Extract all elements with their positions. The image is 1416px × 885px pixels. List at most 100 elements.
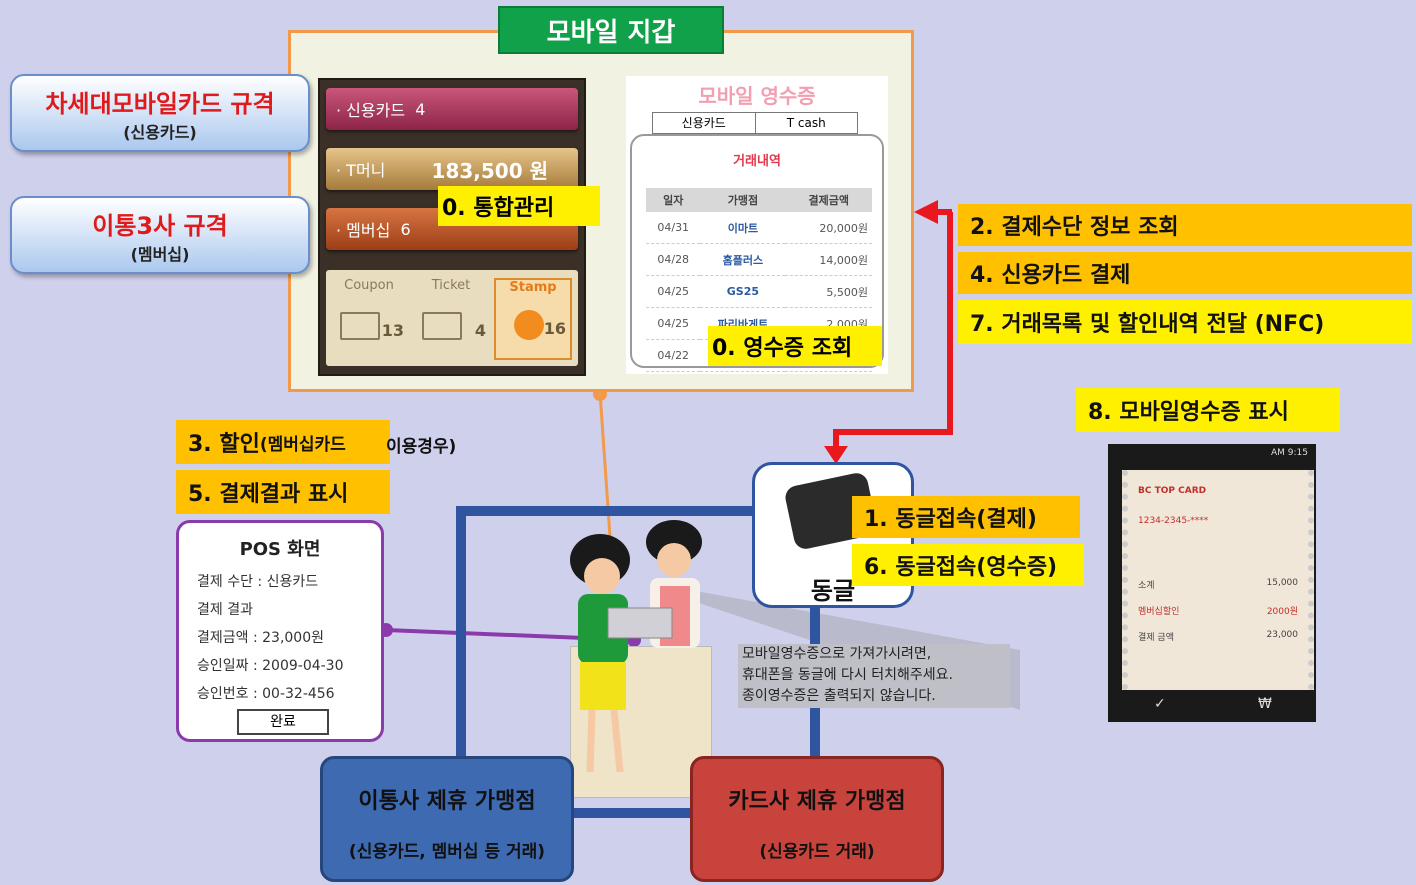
store-subtitle: (신용카드 거래) — [759, 842, 875, 862]
card-count: 6 — [400, 219, 411, 239]
row-store: 홈플러스 — [700, 243, 786, 276]
mobile-receipt-paper: BC TOP CARD 1234-2345-**** 소계 15,000 멤버십… — [1122, 470, 1314, 690]
table-row[interactable]: 04/25 GS25 5,500원 — [646, 275, 872, 308]
tab-t-cash[interactable]: T cash — [786, 116, 826, 130]
wallet-phone-screen: · 신용카드 4 · T머니 183,500 원 · 멤버십 6 Coupon … — [318, 78, 586, 376]
mobile-row-label: 소계 — [1138, 581, 1155, 591]
mobile-row-label: 멤버십할인 — [1138, 607, 1180, 617]
pos-payment-method: 결제 수단 : 신용카드 — [197, 574, 319, 590]
card-label: · T머니 — [336, 161, 386, 180]
tmoney-card-item[interactable]: · T머니 183,500 원 — [326, 148, 578, 190]
red-arrowhead-down — [824, 446, 848, 464]
wallet-title: 모바일 지갑 — [498, 6, 724, 54]
step-3-small: (멤버십카드 — [259, 434, 346, 455]
step-6-label: 6. 동글접속(영수증) — [852, 544, 1084, 586]
telco-partner-store: 이통사 제휴 가맹점 (신용카드, 멤버십 등 거래) — [320, 756, 574, 882]
step-3-text: 3. 할인 — [188, 432, 260, 457]
status-time: AM 9:15 — [1271, 448, 1308, 458]
slot-label: Stamp — [509, 280, 557, 295]
mobile-row-value: 2000원 — [1266, 607, 1298, 617]
callout-subtitle: (멤버십) — [130, 245, 190, 264]
pos-title: POS 화면 — [239, 539, 321, 560]
check-icon[interactable]: ✓ — [1154, 696, 1166, 712]
mobile-row-label: 결제 금액 — [1138, 633, 1174, 643]
row-date: 04/22 — [646, 339, 701, 372]
store-subtitle: (신용카드, 멤버십 등 거래) — [348, 842, 546, 862]
nfc-note: 모바일영수증으로 가져가시려면, 휴대폰을 동글에 다시 터치해주세요. 종이영… — [738, 644, 1010, 708]
table-header-row: 일자 가맹점 결제금액 — [646, 188, 872, 212]
mobile-row-value: 15,000 — [1266, 578, 1299, 588]
note-line: 종이영수증은 출력되지 않습니다. — [742, 688, 936, 704]
column-amount: 결제금액 — [785, 188, 872, 212]
mobile-row-value: 23,000 — [1266, 630, 1299, 640]
table-row[interactable]: 04/31 이마트 20,000원 — [646, 212, 872, 244]
card-label: · 멤버십 — [336, 221, 391, 240]
coupon-slot[interactable]: Coupon 13 — [330, 278, 408, 360]
stamp-slot[interactable]: Stamp 16 — [494, 278, 572, 360]
card-label: · 신용카드 — [336, 101, 406, 120]
step-3-label: 3. 할인(멤버십카드 — [176, 420, 390, 464]
slot-count: 13 — [381, 321, 404, 340]
row-date: 04/25 — [646, 275, 701, 308]
pos-payment-result: 결제 결과 — [197, 602, 253, 618]
step-2-label: 2. 결제수단 정보 조회 — [958, 204, 1412, 246]
tab-credit-card[interactable]: 신용카드 — [653, 113, 756, 133]
slot-count: 16 — [543, 319, 566, 338]
slot-label: Coupon — [344, 278, 394, 293]
row-amount: 14,000원 — [785, 243, 872, 276]
note-line: 모바일영수증으로 가져가시려면, — [742, 646, 932, 662]
card-partner-store: 카드사 제휴 가맹점 (신용카드 거래) — [690, 756, 944, 882]
store-title: 이통사 제휴 가맹점 — [358, 789, 536, 814]
red-arrowhead-left — [914, 200, 938, 224]
row-date: 04/25 — [646, 307, 701, 340]
pos-approval-date: 승인일짜 : 2009-04-30 — [197, 658, 344, 674]
receipt-subtitle: 거래내역 — [733, 154, 781, 169]
callout-title: 차세대모바일카드 규격 — [45, 90, 275, 118]
callout-subtitle: (신용카드) — [123, 123, 197, 142]
slot-label: Ticket — [431, 278, 471, 293]
receipt-lookup-label: 0. 영수증 조회 — [708, 326, 882, 366]
row-date: 04/31 — [646, 212, 701, 244]
pos-approval-number: 승인번호 : 00-32-456 — [197, 686, 335, 702]
table-row[interactable]: 04/28 홈플러스 14,000원 — [646, 243, 872, 276]
row-store: GS25 — [700, 275, 786, 308]
receipt-title: 모바일 영수증 — [698, 84, 816, 108]
row-amount: 5,500원 — [785, 275, 872, 308]
card-count: 4 — [415, 99, 426, 119]
coupon-tray: Coupon 13 Ticket 4 Stamp 16 — [326, 270, 578, 366]
card-balance: 183,500 원 — [431, 158, 548, 183]
row-date: 04/28 — [646, 243, 701, 276]
step-3-rest: 이용경우) — [386, 437, 457, 457]
next-gen-card-standard-callout: 차세대모바일카드 규격 (신용카드) — [10, 74, 310, 152]
column-date: 일자 — [646, 188, 701, 212]
pos-amount: 결제금액 : 23,000원 — [197, 630, 325, 646]
dongle-label: 동글 — [810, 577, 856, 605]
step-1-label: 1. 동글접속(결제) — [852, 496, 1080, 538]
column-store: 가맹점 — [700, 188, 786, 212]
integrated-management-label: 0. 통합관리 — [438, 186, 600, 226]
telco-standard-callout: 이통3사 규격 (멤버십) — [10, 196, 310, 274]
note-line: 휴대폰을 동글에 다시 터치해주세요. — [742, 667, 953, 683]
row-store: 이마트 — [700, 212, 786, 244]
row-amount: 20,000원 — [785, 212, 872, 244]
mobile-receipt-phone: AM 9:15 BC TOP CARD 1234-2345-**** 소계 15… — [1108, 444, 1316, 722]
stamp-icon — [514, 310, 544, 340]
mobile-card-number: 1234-2345-**** — [1138, 516, 1209, 526]
callout-title: 이통3사 규격 — [92, 212, 228, 240]
people-illustration — [570, 520, 702, 773]
pos-screen: POS 화면 결제 수단 : 신용카드 결제 결과 결제금액 : 23,000원… — [176, 520, 384, 742]
coupon-icon — [340, 312, 380, 340]
store-title: 카드사 제휴 가맹점 — [728, 789, 906, 814]
step-4-label: 4. 신용카드 결제 — [958, 252, 1412, 294]
ticket-slot[interactable]: Ticket 4 — [412, 278, 490, 360]
step-5-label: 5. 결제결과 표시 — [176, 470, 390, 514]
mobile-header: BC TOP CARD — [1138, 486, 1207, 496]
red-arrow-line — [833, 212, 953, 452]
slot-count: 4 — [474, 321, 486, 340]
won-icon[interactable]: ₩ — [1258, 696, 1272, 712]
credit-card-item[interactable]: · 신용카드 4 — [326, 88, 578, 130]
pos-done-button[interactable]: 완료 — [237, 709, 329, 735]
ticket-icon — [422, 312, 462, 340]
step-7-label: 7. 거래목록 및 할인내역 전달 (NFC) — [958, 300, 1412, 344]
step-8-label: 8. 모바일영수증 표시 — [1076, 388, 1340, 432]
